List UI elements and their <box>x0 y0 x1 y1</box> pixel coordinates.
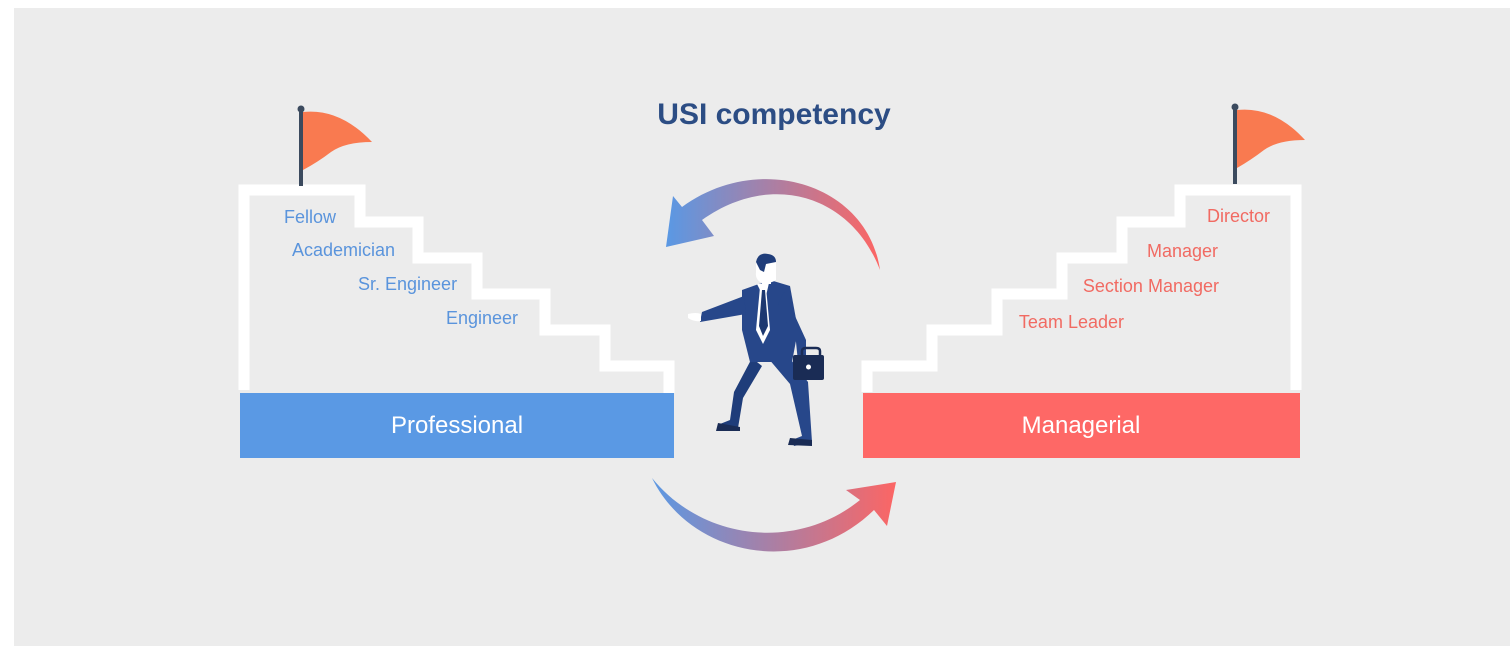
professional-level-fellow: Fellow <box>284 207 337 227</box>
flag-icon <box>297 105 372 186</box>
professional-stair-outline <box>238 184 675 393</box>
professional-level-sr-engineer: Sr. Engineer <box>358 274 457 294</box>
businessman-icon <box>688 253 812 446</box>
professional-level-academician: Academician <box>292 240 395 260</box>
cycle-arrow-icon <box>652 478 896 552</box>
managerial-label: Managerial <box>1022 412 1141 439</box>
cycle-arrow-icon <box>666 179 880 270</box>
briefcase-icon <box>793 346 824 380</box>
managerial-level-team-leader: Team Leader <box>1019 312 1124 332</box>
flag-icon <box>1231 103 1305 184</box>
professional-label: Professional <box>391 412 523 439</box>
managerial-stair-outline <box>861 184 1302 392</box>
managerial-level-director: Director <box>1207 206 1270 226</box>
diagram-title: USI competency <box>657 98 891 131</box>
professional-staircase <box>238 184 675 393</box>
managerial-staircase <box>861 184 1302 392</box>
professional-level-engineer: Engineer <box>446 308 518 328</box>
managerial-level-section-manager: Section Manager <box>1083 276 1219 296</box>
managerial-level-manager: Manager <box>1147 241 1218 261</box>
managerial-base <box>863 393 1300 458</box>
professional-base <box>240 393 674 458</box>
